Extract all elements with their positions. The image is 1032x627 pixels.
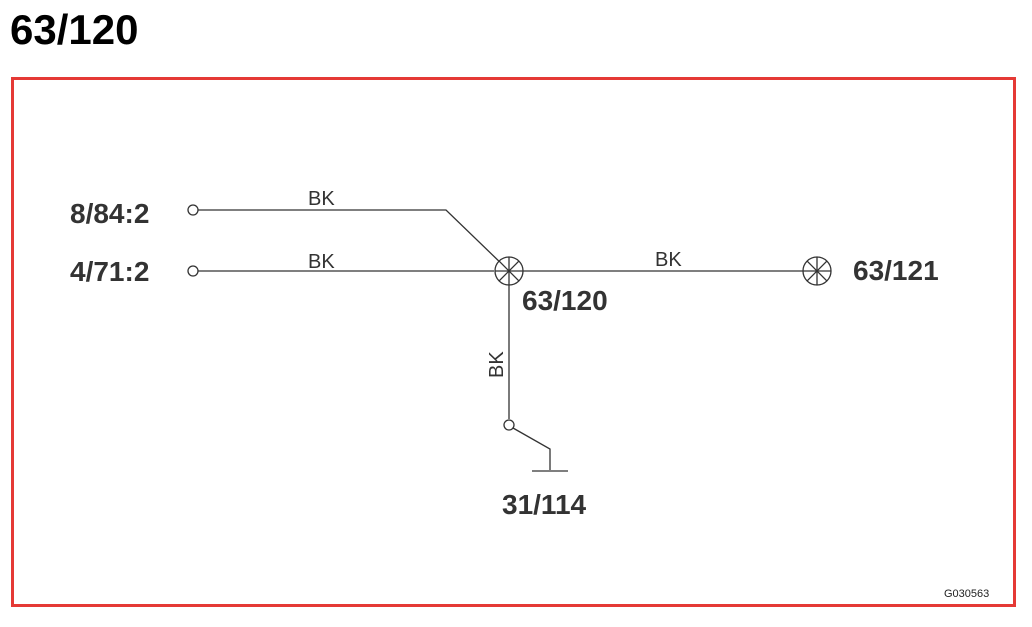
terminal-ground: [503, 419, 515, 431]
connector-right-icon: [802, 256, 832, 286]
label-top-left: 8/84:2: [70, 198, 149, 229]
label-mid-left: 4/71:2: [70, 256, 149, 287]
ground-switch: [512, 427, 551, 470]
figure-id: G030563: [944, 588, 989, 600]
label-right: 63/121: [853, 255, 939, 286]
label-ground: 31/114: [502, 489, 587, 520]
wire-label-vertical: BK: [486, 351, 508, 378]
terminal-top-left: [187, 204, 199, 216]
splice-node-icon: [494, 256, 524, 286]
page-title: 63/120: [10, 6, 139, 53]
wire-label-top: BK: [308, 188, 335, 210]
wire-label-mid: BK: [308, 251, 335, 273]
wire-top: [198, 209, 507, 269]
wire-label-right: BK: [655, 249, 682, 271]
label-splice: 63/120: [522, 285, 608, 316]
diagram-frame: [11, 77, 1016, 607]
terminal-mid-left: [187, 265, 199, 277]
